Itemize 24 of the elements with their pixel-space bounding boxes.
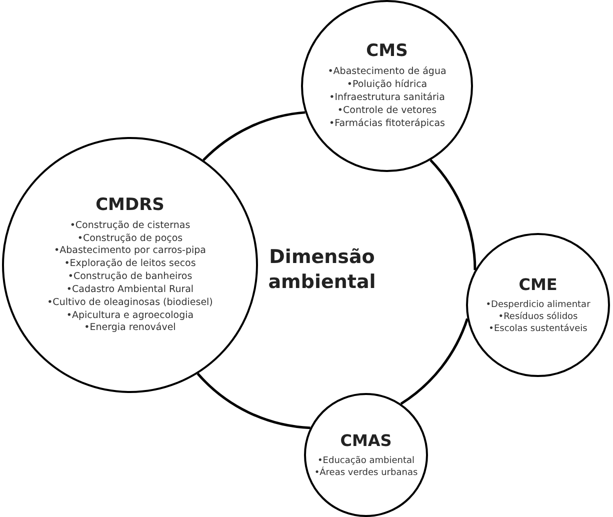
list-item: •Infraestrutura sanitária — [329, 92, 445, 105]
list-item: •Cadastro Ambiental Rural — [66, 284, 194, 297]
list-item: •Áreas verdes urbanas — [314, 467, 418, 480]
list-item: •Poluição hídrica — [346, 79, 428, 92]
list-item: •Construção de banheiros — [68, 271, 192, 284]
circle-heading: CMAS — [340, 430, 392, 450]
list-item: •Educação ambiental — [318, 454, 414, 466]
list-item: •Energia renovável — [84, 322, 176, 336]
list-item: •Controle de vetores — [337, 104, 437, 118]
circle-heading: CMS — [366, 41, 408, 62]
list-item: •Desperdicio alimentar — [486, 298, 590, 311]
circle-heading: CME — [518, 274, 558, 294]
list-item: •Construção de poços — [77, 232, 183, 246]
list-item: •Abastecimento por carros-pipa — [54, 245, 206, 258]
list-item: •Exploração de leitos secos — [64, 258, 196, 272]
list-item: •Farmácias fitoterápicas — [329, 118, 445, 131]
list-item: •Cultivo de oleaginosas (biodiesel) — [47, 296, 213, 310]
list-item: •Escolas sustentáveis — [488, 323, 588, 336]
circle-heading: CMDRS — [96, 194, 164, 215]
list-item: •Abastecimento de água — [328, 66, 446, 79]
list-item: •Construção de cisternas — [70, 220, 190, 233]
list-item: •Apicultura e agroecologia — [66, 310, 194, 322]
center-title: Dimensão ambiental — [267, 245, 377, 295]
list-item: •Resíduos sólidos — [498, 310, 578, 324]
